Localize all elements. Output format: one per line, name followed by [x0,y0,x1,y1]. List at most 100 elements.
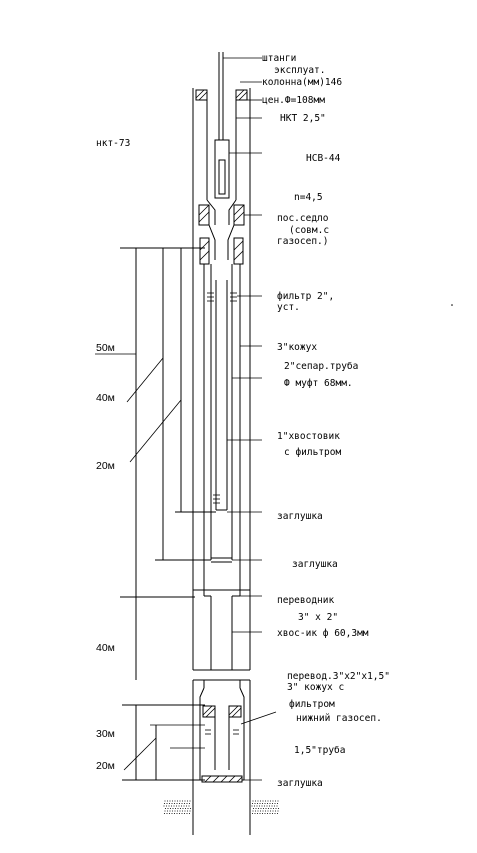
label-adapter-2: перевод.3"x2"x1,5" [287,671,390,682]
perforation-dot [171,802,173,805]
perforation-dot [164,807,167,810]
perforation-zone [163,800,280,815]
centralizer [195,89,248,101]
perforation-dot [254,812,256,815]
perforation-dot [184,807,187,810]
perforation-dot [174,807,177,810]
label-casing-2: колонна(мм)146 [262,77,342,88]
label-sep-pipe: 2"сепар.труба [284,361,358,372]
perforation-dot [173,805,175,807]
perforation-dot [271,812,274,815]
callout-leaders [227,81,277,781]
label-filter-1: фильтр 2", [277,291,334,302]
perforation-dot [188,802,191,805]
perforation-dot [260,807,262,810]
label-centralizer: цен.Ф=108мм [262,95,325,106]
perforation-dot [181,800,184,802]
perforation-dot [266,812,269,815]
perforation-dot [186,802,188,805]
perforation-dot [184,810,186,812]
perforation-dot [262,800,264,802]
perforation-dot [181,802,183,805]
perforation-dot [183,812,186,815]
perforation-dot [256,802,259,805]
perforation-dot [175,805,178,807]
perforation-dot [177,807,179,810]
perforation-dot [274,802,276,805]
dim-20m-lower: 20м [96,760,115,772]
perforation-dot [186,800,189,802]
perforation-dot [185,805,188,807]
perforation-dot [176,802,178,805]
perforation-dot [188,805,190,807]
label-tail-1: 1"хвостовик [277,431,340,442]
seat-gas-separator [198,204,245,265]
label-seat-2: (совм.с [289,225,329,236]
perforation-dot [167,807,169,810]
perforation-dot [168,805,170,807]
lower-gas-separator [201,705,243,783]
perforation-dot [257,800,259,802]
perforation-dot [262,807,265,810]
perforation-dot [166,812,168,815]
dim-40m-upper: 40м [96,392,115,404]
perforation-dot [273,805,276,807]
label-pipe-15: 1,5"труба [294,745,345,756]
dimension-lines [95,247,216,781]
perforation-dot [259,802,261,805]
perforation-dot [266,805,268,807]
perforation-dot [163,812,166,815]
label-pump: НСВ-44 [306,153,341,164]
perforation-dot [173,812,176,815]
label-plug-1: заглушка [277,511,323,522]
label-seat-3: газосеп.) [277,236,328,247]
label-n-value: n=4,5 [294,192,323,203]
perforation-dot [259,810,262,812]
perforation-dot [179,810,181,812]
label-adapter-size: 3" x 2" [298,612,338,623]
perforation-dot [189,810,191,812]
perforation-dot [172,807,174,810]
perforation-dot [263,805,266,807]
label-adapter: переводник [277,595,334,606]
perforation-dot [267,807,270,810]
perforation-dot [181,812,183,815]
perforation-dot [257,810,259,812]
label-casing-1: эксплуат. [274,65,325,76]
perforation-dot [183,805,185,807]
perforation-dot [163,805,165,807]
perforation-dot [171,810,174,812]
perforation-dot [187,807,189,810]
perforation-dot [277,810,279,812]
perforation-dot [176,810,179,812]
label-tail-2: с фильтром [284,447,341,458]
shroud-and-separator [203,264,241,590]
perforation-dot [179,800,181,802]
perforation-dot [253,805,256,807]
dimension-labels: 50м 40м 20м 40м 30м 20м [96,342,115,772]
perforation-dot [180,805,183,807]
perforation-dot [264,802,266,805]
perforation-dot [261,812,264,815]
perforation-dot [252,800,254,802]
perforation-dot [274,800,277,802]
perforation-dot [256,805,258,807]
perforation-dot [163,802,166,805]
label-lower-gassep: нижний газосеп. [296,713,382,724]
label-seat-1: пос.седло [277,213,329,224]
perforation-dot [186,810,189,812]
perforation-dot [259,812,261,815]
label-tail-603: хвос-ик ф 60,3мм [277,628,369,639]
perforation-dot [171,800,174,802]
adapter-upper [193,589,250,670]
upper-casing [192,88,251,671]
perforation-dot [251,802,254,805]
sucker-rod [218,52,262,140]
perforation-dot [169,807,172,810]
perforation-dot [265,807,267,810]
perforation-dot [264,810,267,812]
perforation-dot [251,812,254,815]
perforation-dot [257,807,260,810]
label-filter-lower: фильтром [289,699,335,710]
